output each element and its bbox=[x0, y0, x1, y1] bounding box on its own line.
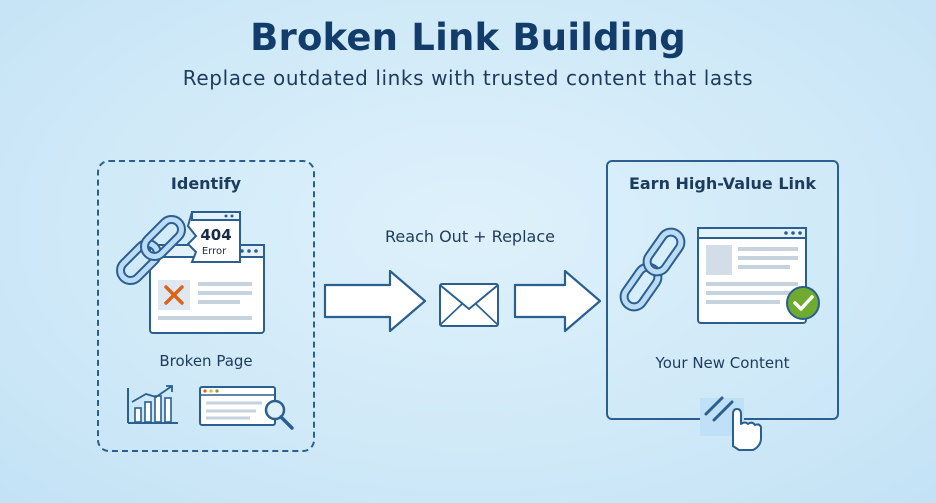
arrow-right-icon bbox=[513, 269, 602, 333]
arrow-right-icon bbox=[323, 269, 427, 333]
page-title: Broken Link Building bbox=[250, 16, 686, 59]
new-content-page-icon bbox=[697, 227, 807, 324]
error-code-text: 404 bbox=[200, 226, 231, 244]
reach-out-label: Reach Out + Replace bbox=[385, 227, 555, 246]
error-x-icon bbox=[164, 285, 184, 305]
new-content-caption: Your New Content bbox=[655, 354, 790, 372]
checkmark-badge-icon bbox=[786, 286, 820, 320]
earn-link-heading: Earn High-Value Link bbox=[628, 174, 817, 193]
search-page-icon bbox=[199, 386, 294, 430]
error-label-text: Error bbox=[202, 246, 227, 257]
error-404-card-icon bbox=[186, 211, 241, 263]
broken-chain-icon bbox=[116, 215, 186, 285]
broken-page-caption: Broken Page bbox=[159, 352, 253, 370]
analytics-chart-icon bbox=[127, 385, 178, 424]
hand-cursor-icon bbox=[700, 396, 762, 451]
identify-heading: Identify bbox=[170, 174, 242, 193]
envelope-icon bbox=[439, 283, 499, 327]
page-subtitle: Replace outdated links with trusted cont… bbox=[182, 66, 754, 90]
identify-panel bbox=[97, 160, 315, 452]
chain-link-icon bbox=[619, 227, 686, 312]
